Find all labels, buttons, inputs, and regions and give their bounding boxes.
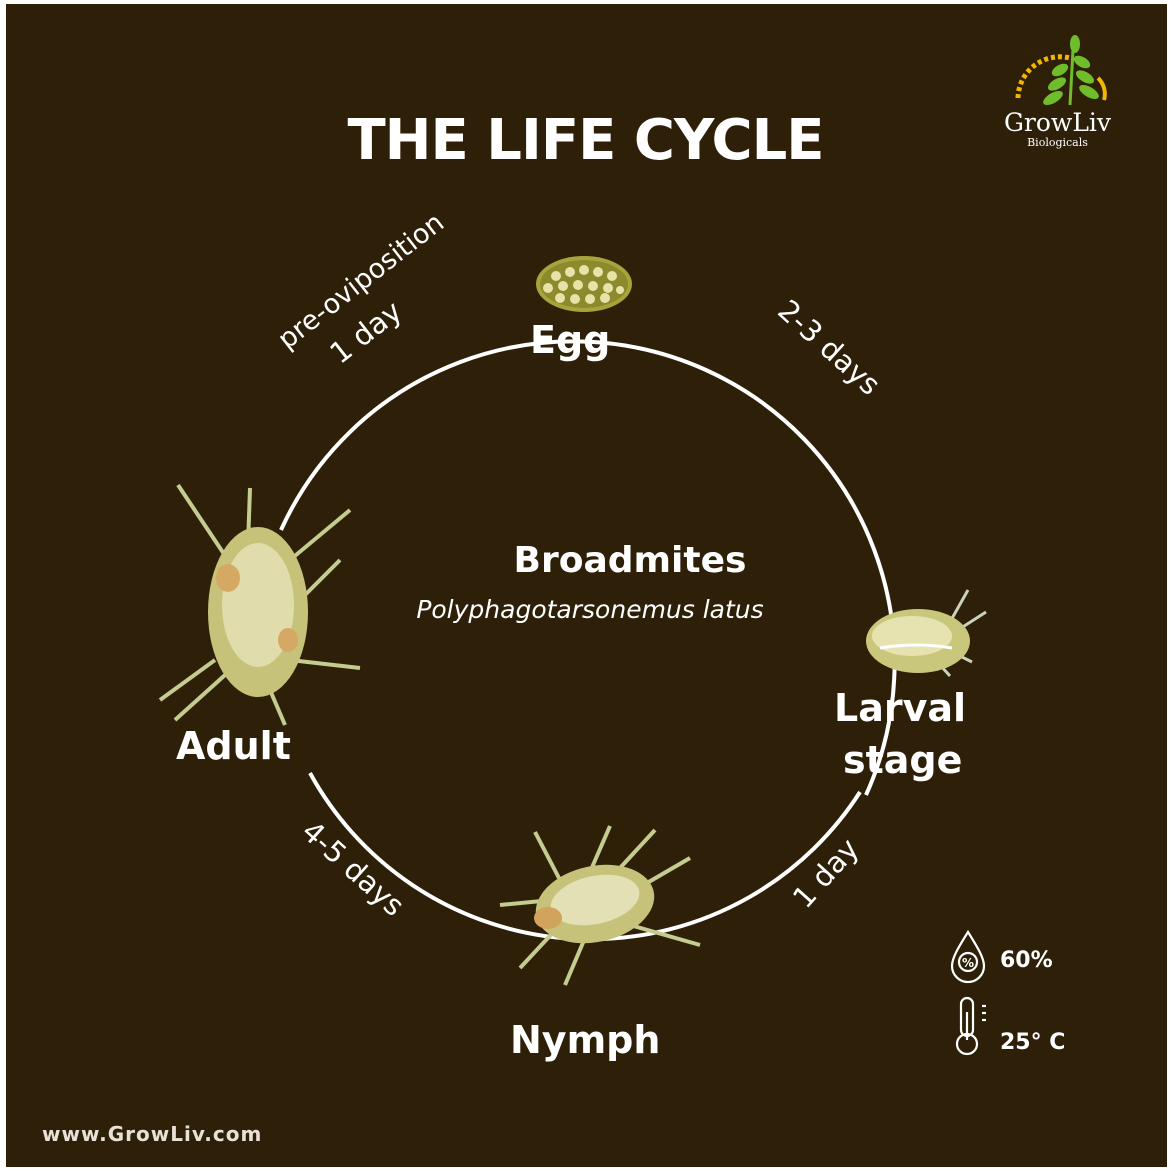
stage-label-egg: Egg: [530, 314, 610, 366]
duration-label-larva-nymph: 1 day: [786, 832, 865, 915]
nymph-illustration: [500, 826, 700, 985]
egg-illustration: [536, 256, 632, 312]
brand-tagline: Biologicals: [1000, 136, 1115, 149]
stage-label-nymph: Nymph: [510, 1014, 660, 1066]
duration-label-nymph-adult: 4-5 days: [295, 814, 411, 923]
stage-label-adult: Adult: [176, 720, 291, 772]
duration-label-egg-larva: 2-3 days: [771, 293, 887, 402]
stage-label-larval-line2: stage: [843, 734, 962, 786]
brand-name: GrowLiv: [1000, 108, 1115, 137]
svg-text:%: %: [962, 956, 974, 970]
page-title: THE LIFE CYCLE: [0, 108, 1171, 173]
temperature-value: 25° C: [1000, 1030, 1065, 1055]
growliv-logo-mark: [1018, 35, 1105, 108]
website-url[interactable]: www.GrowLiv.com: [42, 1122, 262, 1146]
thermometer-icon: [957, 998, 986, 1054]
humidity-icon: %: [952, 932, 984, 982]
larva-illustration: [866, 590, 986, 676]
species-scientific-name: Polyphagotarsonemus latus: [330, 595, 850, 624]
humidity-value: 60%: [1000, 948, 1053, 973]
stage-label-larval: Larval: [834, 682, 966, 734]
species-common-name: Broadmites: [350, 540, 910, 581]
